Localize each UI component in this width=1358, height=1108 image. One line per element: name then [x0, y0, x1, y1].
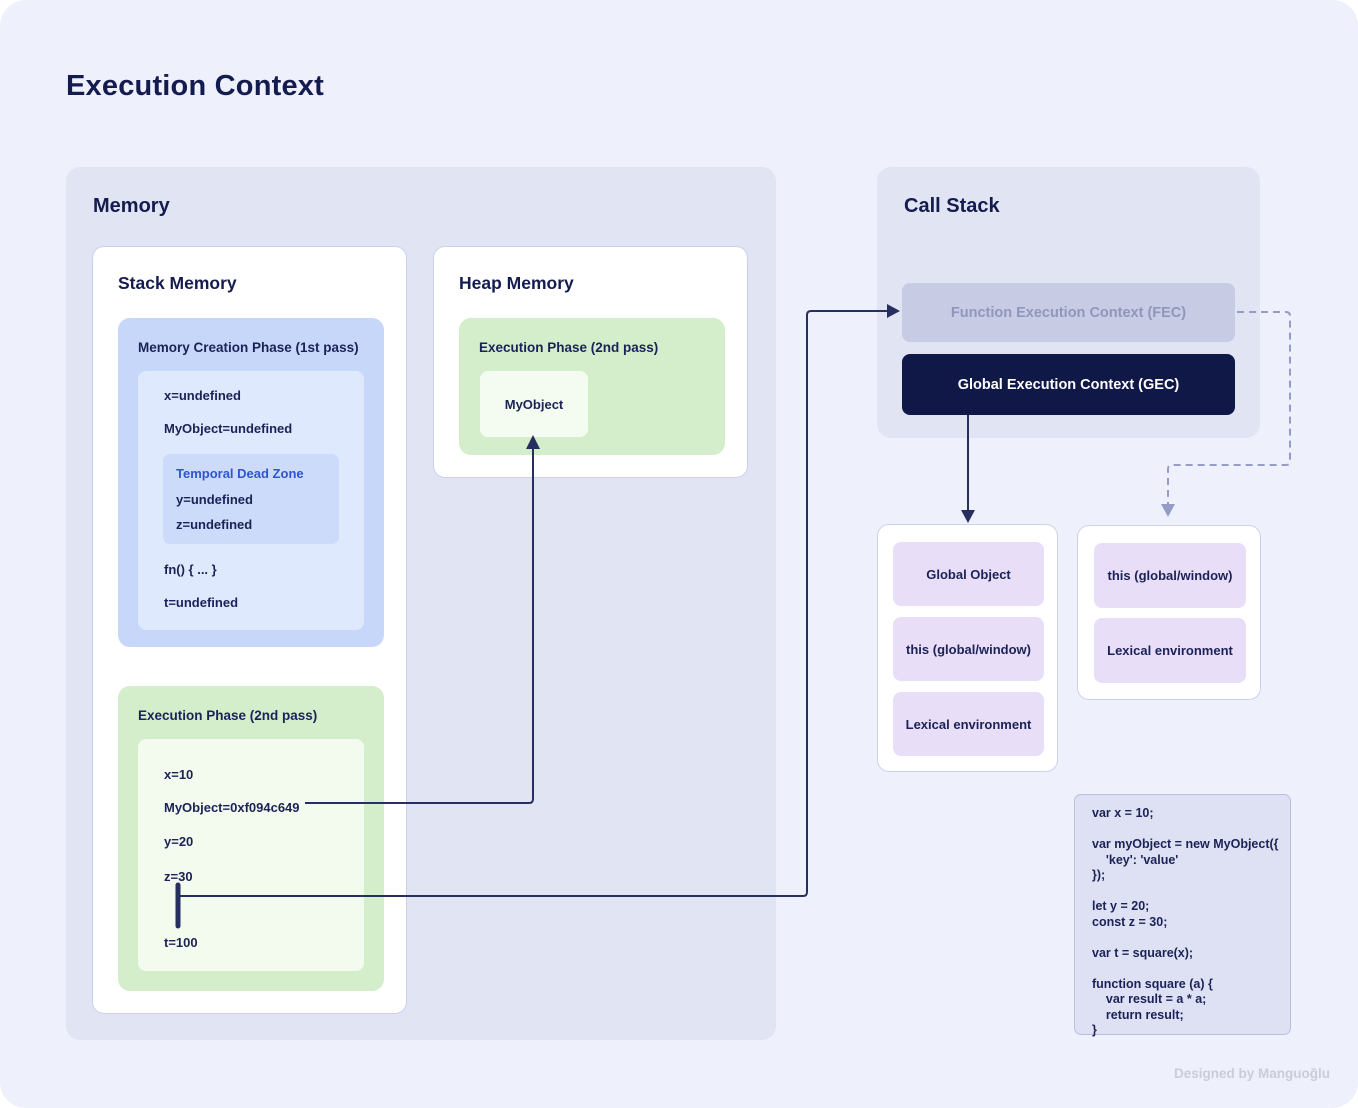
tdz-item: z=undefined	[176, 517, 253, 532]
memory-creation-values-box: x=undefined MyObject=undefined Temporal …	[138, 371, 364, 630]
creation-item: x=undefined	[164, 388, 241, 403]
heap-execution-phase-card: Execution Phase (2nd pass) MyObject	[459, 318, 725, 455]
page-title: Execution Context	[66, 70, 324, 102]
stack-memory-card: Stack Memory Memory Creation Phase (1st …	[92, 246, 407, 1014]
tdz-item: y=undefined	[176, 492, 253, 507]
fec-detail-card: this (global/window) Lexical environment	[1077, 525, 1261, 700]
execution-item: z=30	[164, 869, 193, 884]
memory-heading: Memory	[93, 195, 170, 217]
this-global-window-box: this (global/window)	[893, 617, 1044, 681]
credit-text: Designed by Manguoğlu	[1173, 1066, 1330, 1081]
stack-execution-phase-title: Execution Phase (2nd pass)	[138, 708, 318, 723]
fec-frame: Function Execution Context (FEC)	[902, 283, 1235, 342]
creation-item: t=undefined	[164, 595, 239, 610]
execution-values-box: x=10 MyObject=0xf094c649 y=20 z=30 t=100	[138, 739, 364, 971]
execution-item: y=20	[164, 834, 194, 849]
memory-creation-phase-title: Memory Creation Phase (1st pass)	[138, 340, 359, 355]
global-object-box: Global Object	[893, 542, 1044, 606]
creation-item: MyObject=undefined	[164, 421, 293, 436]
temporal-dead-zone-title: Temporal Dead Zone	[176, 466, 304, 481]
call-stack-panel: Call Stack Function Execution Context (F…	[877, 167, 1260, 438]
creation-item: fn() { ... }	[164, 562, 217, 577]
stack-memory-heading: Stack Memory	[118, 273, 237, 293]
heap-execution-phase-title: Execution Phase (2nd pass)	[479, 340, 659, 355]
heap-memory-card: Heap Memory Execution Phase (2nd pass) M…	[433, 246, 748, 478]
heap-memory-heading: Heap Memory	[459, 273, 574, 293]
arrowhead-down-fec-detail	[1161, 504, 1175, 517]
call-stack-heading: Call Stack	[904, 195, 1000, 217]
temporal-dead-zone-box: Temporal Dead Zone y=undefined z=undefin…	[163, 454, 339, 544]
execution-item: x=10	[164, 767, 194, 782]
code-snippet-box: var x = 10; var myObject = new MyObject(…	[1074, 794, 1291, 1037]
arrowhead-down-gec-detail	[961, 510, 975, 523]
heap-myobject-box: MyObject	[480, 371, 588, 437]
stack-execution-phase-card: Execution Phase (2nd pass) x=10 MyObject…	[118, 686, 384, 991]
execution-item: t=100	[164, 935, 198, 950]
memory-panel: Memory Stack Memory Memory Creation Phas…	[66, 167, 776, 1040]
this-global-window-box: this (global/window)	[1094, 543, 1246, 608]
memory-creation-phase-card: Memory Creation Phase (1st pass) x=undef…	[118, 318, 384, 647]
code-snippet-text: var x = 10; var myObject = new MyObject(…	[1092, 806, 1279, 1037]
execution-item-myobject: MyObject=0xf094c649	[164, 800, 300, 815]
gec-detail-card: Global Object this (global/window) Lexic…	[877, 524, 1058, 772]
lexical-environment-box: Lexical environment	[893, 692, 1044, 756]
gec-frame: Global Execution Context (GEC)	[902, 354, 1235, 415]
lexical-environment-box: Lexical environment	[1094, 618, 1246, 683]
